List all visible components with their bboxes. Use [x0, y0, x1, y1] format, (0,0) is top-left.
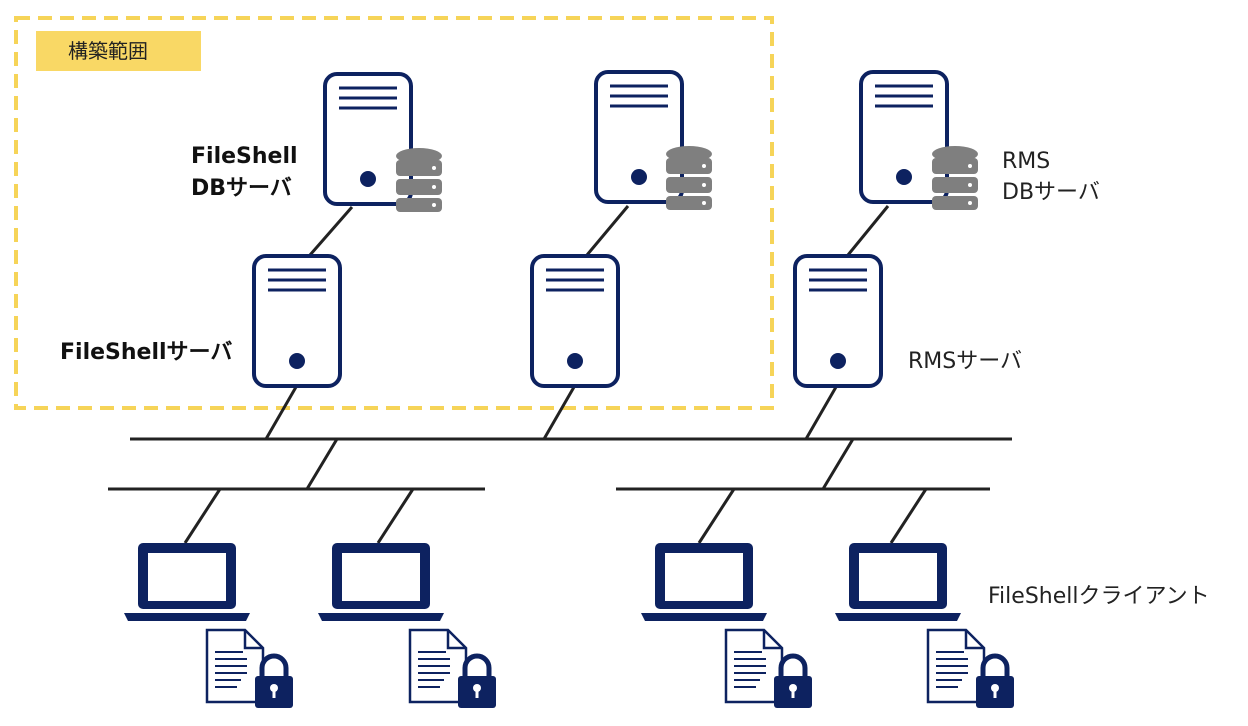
fileshell-db-label-line2: DBサーバ — [191, 176, 292, 201]
laptop-icon — [641, 543, 767, 621]
fileshell-database-icon — [396, 148, 442, 212]
locked-document-icon — [726, 630, 812, 708]
rms-db-label-line2: DBサーバ — [1002, 180, 1100, 205]
connection-lines — [108, 205, 1012, 544]
fileshell-database-2-icon — [666, 146, 712, 210]
fileshell-server-label: FileShellサーバ — [60, 340, 233, 365]
fileshell-db-label-line1: FileShell — [191, 144, 298, 169]
fileshell-server-2-icon — [530, 254, 620, 388]
rms-server-label: RMSサーバ — [908, 349, 1023, 374]
laptop-icon — [835, 543, 961, 621]
client-label: FileShellクライアント — [988, 584, 1210, 609]
scope-area — [14, 16, 774, 410]
rms-db-label-line1: RMS — [1002, 149, 1051, 174]
laptop-icon — [318, 543, 444, 621]
locked-document-icon — [410, 630, 496, 708]
laptop-icon — [124, 543, 250, 621]
rms-server-icon — [793, 254, 883, 388]
fileshell-server-icon — [252, 254, 342, 388]
scope-label: 構築範囲 — [36, 31, 201, 71]
locked-document-icon — [928, 630, 1014, 708]
rms-database-icon — [932, 146, 978, 210]
locked-document-icon — [207, 630, 293, 708]
